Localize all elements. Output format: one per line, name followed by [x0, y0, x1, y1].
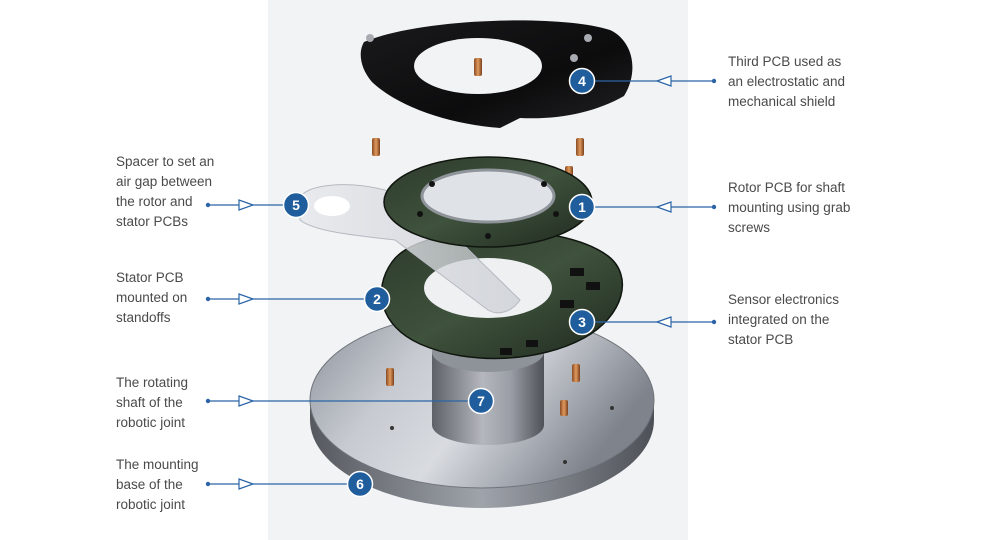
leader-dot [205, 296, 211, 302]
air-gap-spacer [299, 184, 521, 314]
callout-badge [467, 387, 495, 415]
callout-7: 7 [205, 387, 495, 415]
callout-badge [568, 193, 596, 221]
leader-dot [711, 78, 717, 84]
callout-label-6: The mounting base of the robotic joint [116, 457, 199, 512]
callout-number: 6 [356, 476, 364, 492]
leader-arrow [238, 395, 255, 407]
leader-dot [205, 481, 211, 487]
callout-number: 2 [373, 291, 381, 307]
callout-label-5: Spacer to set an air gap between the rot… [116, 154, 215, 229]
callout-label-1: Rotor PCB for shaft mounting using grab … [728, 180, 851, 235]
callout-3: 3 [568, 308, 717, 336]
leader-arrow [655, 316, 672, 328]
leader-dot [205, 398, 211, 404]
callout-label-7: The rotating shaft of the robotic joint [116, 375, 189, 430]
callout-number: 4 [578, 73, 586, 89]
leader-arrow [238, 199, 255, 211]
leader-dot [205, 202, 211, 208]
callout-1: 1 [568, 193, 717, 221]
callout-number: 5 [292, 197, 300, 213]
shield-pcb [360, 20, 633, 128]
callout-label-4: Third PCB used as an electrostatic and m… [728, 54, 846, 109]
callout-6: 6 [205, 470, 374, 498]
callout-label-3: Sensor electronics integrated on the sta… [728, 292, 840, 347]
leader-dot [711, 204, 717, 210]
leader-arrow [655, 201, 672, 213]
callout-5: 5 [205, 191, 310, 219]
callout-number: 3 [578, 314, 586, 330]
callout-4: 4 [568, 67, 717, 95]
callout-badge [568, 308, 596, 336]
leader-arrow [238, 478, 255, 490]
callout-number: 7 [477, 393, 485, 409]
rotor-pcb [383, 156, 593, 248]
callout-2: 2 [205, 285, 391, 313]
callout-badge [363, 285, 391, 313]
leader-dot [711, 319, 717, 325]
leader-arrow [238, 293, 255, 305]
callout-badge [568, 67, 596, 95]
callout-number: 1 [578, 199, 586, 215]
callout-label-2: Stator PCB mounted on standoffs [116, 270, 188, 325]
callout-badge [282, 191, 310, 219]
callout-badge [346, 470, 374, 498]
leader-arrow [655, 75, 672, 87]
